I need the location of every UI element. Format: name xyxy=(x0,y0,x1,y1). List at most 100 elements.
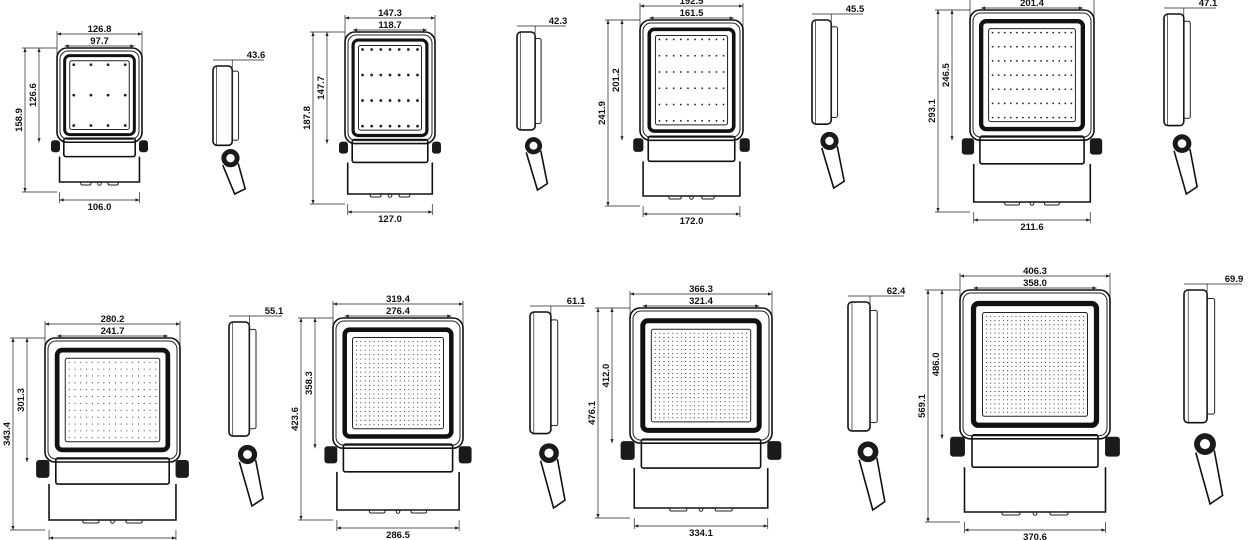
overall-width-label: 147.3 xyxy=(378,8,402,19)
led xyxy=(706,413,709,415)
lens-frame xyxy=(640,318,762,433)
led xyxy=(1061,320,1063,322)
led xyxy=(438,358,441,360)
led xyxy=(373,397,375,399)
led xyxy=(1078,407,1080,409)
led xyxy=(1040,324,1042,326)
overall-height-line-arrow-top xyxy=(23,48,27,52)
led xyxy=(728,336,730,338)
led xyxy=(377,380,379,382)
led xyxy=(1053,320,1055,322)
led xyxy=(103,409,105,411)
led xyxy=(382,384,384,386)
led xyxy=(711,360,713,363)
led xyxy=(685,377,687,379)
led xyxy=(702,348,704,350)
led xyxy=(421,393,423,395)
led xyxy=(1082,320,1085,322)
led xyxy=(155,361,157,363)
inner-width-label: 161.5 xyxy=(680,8,704,19)
led xyxy=(720,340,722,342)
mount-slot xyxy=(1004,201,1021,206)
led xyxy=(741,340,743,342)
led xyxy=(659,405,661,407)
led xyxy=(123,63,127,67)
led xyxy=(1046,45,1049,48)
led xyxy=(711,417,713,419)
housing-inner-edge xyxy=(632,310,770,441)
led xyxy=(659,377,661,379)
led xyxy=(404,406,406,408)
led xyxy=(1011,403,1013,405)
led xyxy=(737,356,739,359)
led xyxy=(377,393,379,395)
led xyxy=(388,99,392,102)
led xyxy=(1036,378,1038,380)
led xyxy=(1040,328,1042,330)
led xyxy=(137,423,139,425)
led xyxy=(990,336,992,338)
led xyxy=(991,45,994,48)
led xyxy=(143,396,145,398)
housing-outline xyxy=(44,337,181,463)
led xyxy=(658,54,661,57)
led xyxy=(1074,315,1076,318)
led xyxy=(149,389,151,391)
led xyxy=(711,413,713,415)
led xyxy=(1019,407,1021,409)
led xyxy=(434,367,436,369)
led xyxy=(1044,320,1047,322)
overall-width-line-arrow-right xyxy=(1106,274,1110,278)
led xyxy=(741,360,743,363)
overall-width-line-arrow-left xyxy=(333,302,337,306)
led xyxy=(667,356,669,359)
led xyxy=(369,349,371,351)
led xyxy=(399,411,401,413)
led xyxy=(1019,399,1021,401)
led xyxy=(74,389,76,391)
led xyxy=(408,367,410,369)
led xyxy=(720,332,722,334)
led xyxy=(417,419,419,421)
inner-width-label: 241.7 xyxy=(101,326,125,337)
led xyxy=(1074,382,1076,384)
led xyxy=(1011,370,1013,372)
mount-hole xyxy=(689,195,694,200)
led xyxy=(701,38,704,41)
led xyxy=(689,368,691,371)
led xyxy=(1057,315,1059,318)
led xyxy=(109,389,111,391)
led xyxy=(728,409,730,411)
led xyxy=(994,370,996,372)
led xyxy=(425,354,427,356)
led xyxy=(720,389,722,391)
led xyxy=(421,389,423,391)
led xyxy=(412,424,414,426)
led xyxy=(741,401,743,403)
led xyxy=(355,375,358,378)
bracket-width-line-arrow-left xyxy=(964,528,969,532)
led xyxy=(86,416,88,418)
led xyxy=(382,367,384,369)
led xyxy=(1049,353,1051,355)
led xyxy=(693,356,696,359)
led xyxy=(1082,395,1085,397)
side-bracket xyxy=(1173,148,1199,196)
led xyxy=(702,336,704,338)
led xyxy=(120,375,122,377)
led xyxy=(685,397,687,399)
led xyxy=(1019,370,1021,372)
led xyxy=(1015,74,1018,76)
led xyxy=(1057,361,1059,363)
led xyxy=(1040,336,1042,338)
led xyxy=(1044,340,1047,343)
led xyxy=(417,371,419,373)
led xyxy=(724,373,726,375)
led xyxy=(1032,365,1034,368)
led xyxy=(364,345,366,347)
led xyxy=(720,373,722,375)
led xyxy=(1032,324,1034,326)
led xyxy=(126,430,128,432)
led xyxy=(377,375,379,378)
